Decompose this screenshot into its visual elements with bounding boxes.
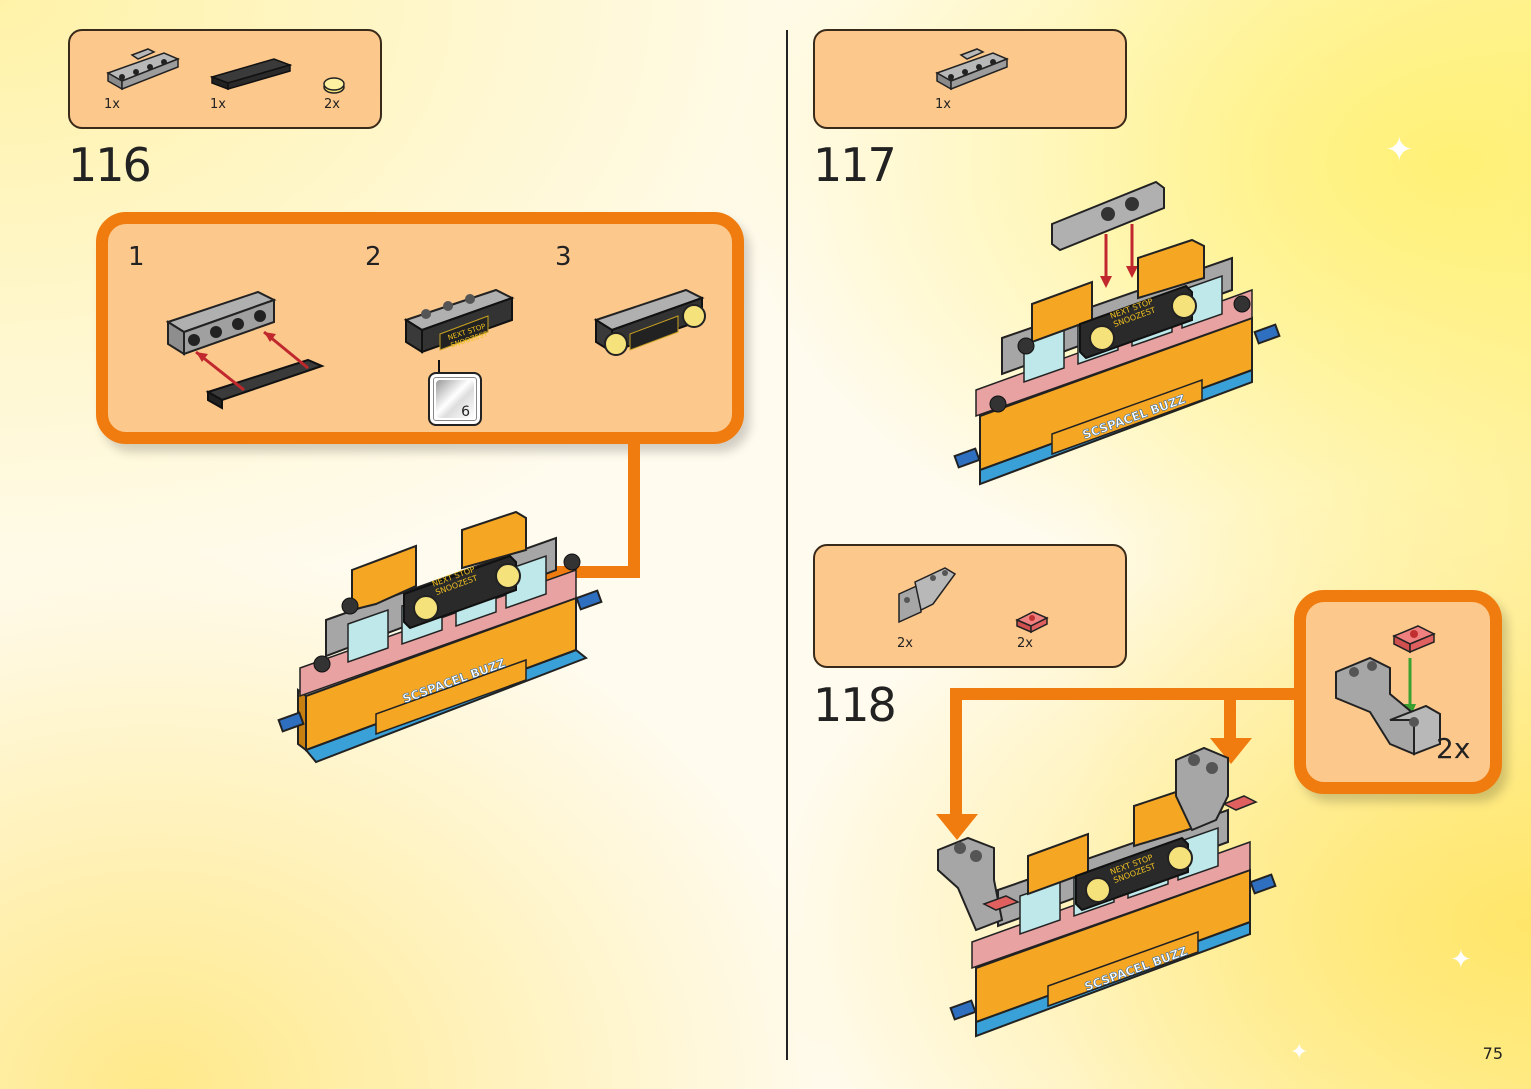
callout-quantity: 2x xyxy=(1436,732,1470,765)
gray-bracket-plate-icon xyxy=(104,43,184,93)
substep-3-finished-plate-illustration xyxy=(586,284,726,374)
gray-bracket-plate-icon xyxy=(933,43,1013,93)
substep-callout-118: 2x xyxy=(1294,590,1502,794)
part-qty: 1x xyxy=(210,97,226,112)
substep-number: 3 xyxy=(555,242,572,272)
part-qty: 2x xyxy=(897,636,913,651)
gray-arch-brick-icon xyxy=(893,564,963,634)
bus-model-step-116-illustration xyxy=(276,510,616,770)
step-number-117: 117 xyxy=(813,138,895,192)
parts-list-step-118: 2x 2x xyxy=(813,544,1127,668)
substep-number: 2 xyxy=(365,242,382,272)
callout-connector-line xyxy=(628,444,640,578)
step-number-118: 118 xyxy=(813,678,895,732)
substep-number: 1 xyxy=(128,242,145,272)
callout-connector-line xyxy=(950,688,1296,700)
sticker-sheet-icon: 6 xyxy=(428,372,482,426)
parts-list-step-117: 1x xyxy=(813,29,1127,129)
step-number-116: 116 xyxy=(68,138,150,192)
arch-with-red-plate-illustration xyxy=(1330,614,1450,764)
part-qty: 2x xyxy=(324,97,340,112)
yellow-round-tile-icon xyxy=(322,75,352,99)
part-qty: 1x xyxy=(104,97,120,112)
substep-callout-116: 1 2 3 NEXT STOP SNOOZEST 6 xyxy=(96,212,744,444)
sticker-number: 6 xyxy=(461,404,470,420)
part-qty: 1x xyxy=(935,97,951,112)
substep-1-assembly-illustration xyxy=(158,274,358,414)
sparkle-star-icon: ✦ xyxy=(1385,130,1414,170)
parts-list-step-116: 1x 1x 2x xyxy=(68,29,382,129)
sticker-pointer-line xyxy=(438,360,440,372)
bus-model-step-118-illustration xyxy=(936,740,1276,1050)
sparkle-star-icon: ✦ xyxy=(1450,945,1472,975)
callout-connector-line xyxy=(1224,688,1236,738)
sparkle-star-icon: ✦ xyxy=(1290,1040,1308,1065)
black-plate-1x4-icon xyxy=(210,53,300,93)
red-trans-plate-icon xyxy=(1015,608,1051,638)
bus-model-step-117-illustration xyxy=(952,178,1282,508)
part-qty: 2x xyxy=(1017,636,1033,651)
page-number: 75 xyxy=(1483,1044,1503,1063)
page-divider xyxy=(786,30,788,1060)
